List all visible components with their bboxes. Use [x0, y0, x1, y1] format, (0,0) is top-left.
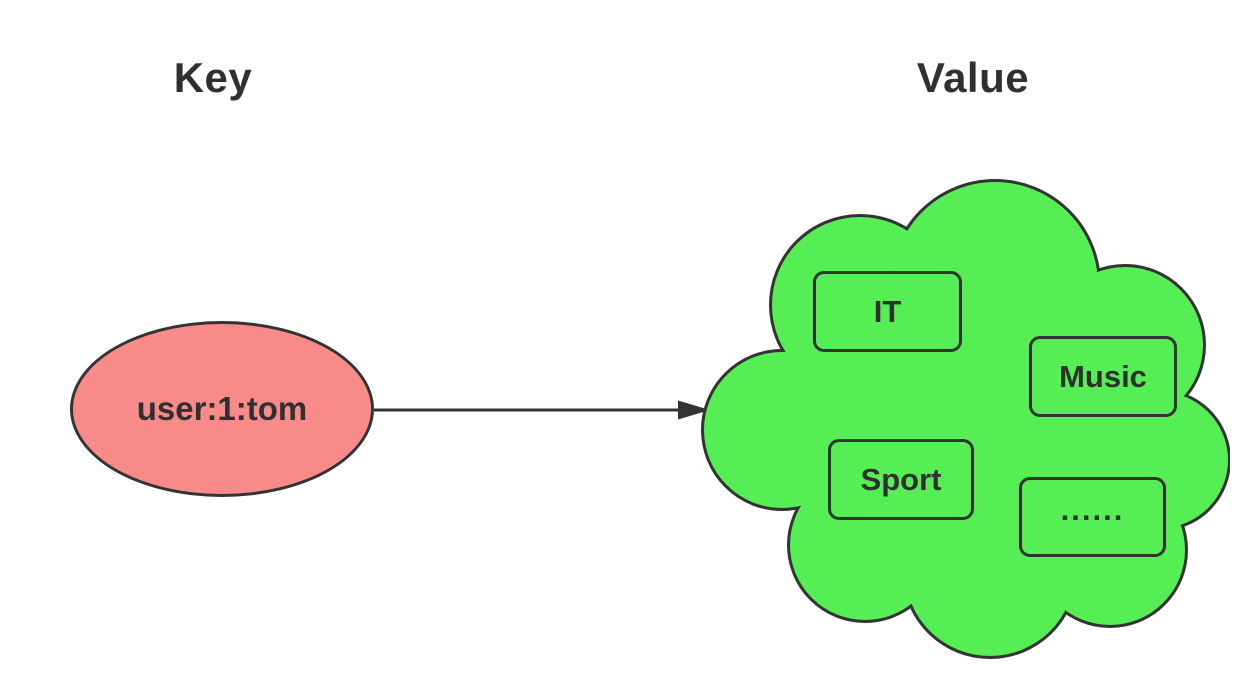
cloud-shape-icon [701, 179, 1230, 659]
value-item-sport-label: Sport [860, 461, 942, 497]
key-node-label: user:1:tom [136, 390, 308, 427]
cloud-body [704, 182, 1228, 656]
arrow-head-icon [678, 400, 710, 420]
key-to-value-arrow [374, 400, 710, 420]
value-item-music: Music [1029, 336, 1177, 417]
value-item-more-label: ...... [1060, 492, 1125, 527]
value-item-sport: Sport [828, 439, 974, 520]
value-cloud: IT Music Sport ...... [700, 175, 1230, 660]
value-column-title: Value [916, 54, 1030, 101]
value-item-it: IT [813, 271, 962, 352]
key-column-title: Key [173, 54, 253, 101]
key-node-ellipse: user:1:tom [70, 321, 374, 497]
value-item-more: ...... [1019, 477, 1166, 557]
value-item-it-label: IT [873, 293, 902, 329]
value-item-music-label: Music [1059, 358, 1147, 394]
